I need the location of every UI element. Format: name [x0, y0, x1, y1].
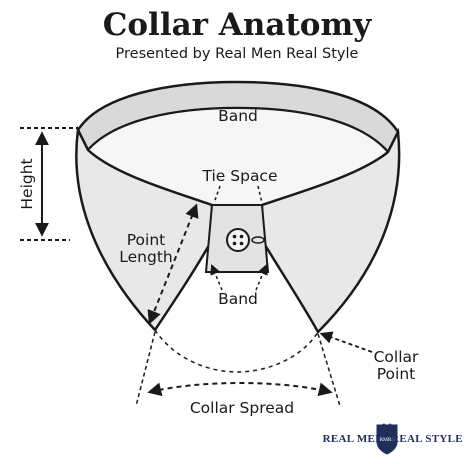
label-collar-point-2: Point	[377, 365, 416, 383]
band-bottom-arrow-right	[255, 264, 268, 291]
label-point-length-1: Point	[127, 231, 166, 249]
buttonhole-icon	[251, 236, 265, 244]
label-point-length-2: Length	[119, 248, 172, 266]
label-band-top: Band	[218, 107, 258, 125]
label-band-bottom: Band	[218, 290, 258, 308]
brand-footer: REAL MEN RMRS REAL STYLE	[323, 423, 463, 455]
collar-spread-measure	[135, 331, 341, 407]
page-title: Collar Anatomy	[103, 7, 373, 43]
collar-right-wing	[260, 127, 401, 335]
collar-button-icon	[226, 228, 250, 252]
point-length-arrow	[147, 203, 199, 325]
label-tie-space: Tie Space	[202, 167, 278, 185]
label-height: Height	[18, 158, 36, 209]
brand-right-text: REAL STYLE	[391, 433, 463, 445]
height-measure	[20, 127, 78, 241]
tie-space-line-right	[257, 185, 263, 204]
band-bottom-arrow-left	[210, 264, 223, 291]
crest-text: RMRS	[379, 437, 394, 443]
label-collar-spread: Collar Spread	[190, 399, 294, 417]
label-collar-point-1: Collar	[374, 348, 419, 366]
brand-left-text: REAL MEN	[323, 433, 384, 445]
collar-point-arrow	[319, 331, 373, 353]
crest-logo-icon: RMRS	[376, 423, 398, 455]
collar-illustration	[75, 80, 401, 373]
page-subtitle: Presented by Real Men Real Style	[116, 46, 359, 62]
